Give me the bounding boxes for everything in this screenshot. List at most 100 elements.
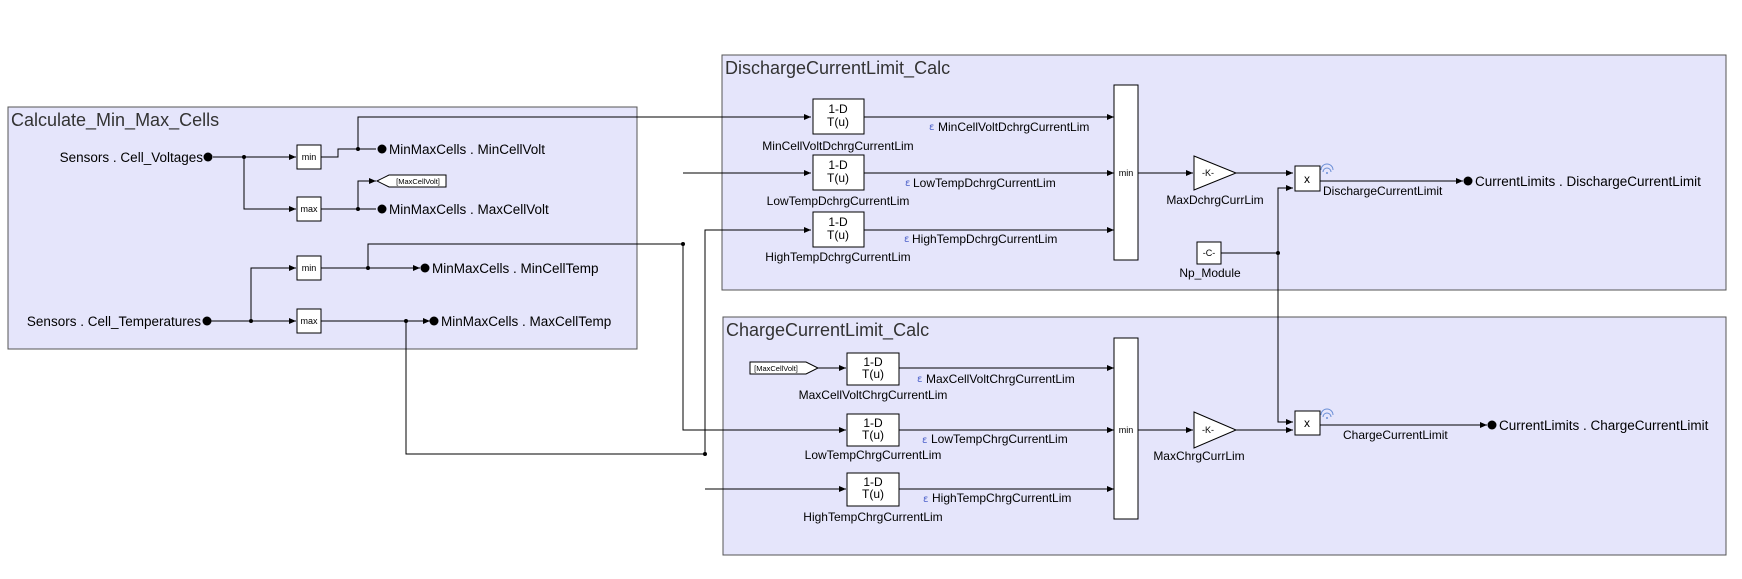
- svg-text:CurrentLimits . DischargeCurre: CurrentLimits . DischargeCurrentLimit: [1475, 174, 1701, 189]
- gain-max-chrg-curr-lim[interactable]: -K- MaxChrgCurrLim: [1153, 411, 1245, 463]
- svg-text:min: min: [302, 263, 317, 273]
- svg-text:MinCellVoltDchrgCurrentLim: MinCellVoltDchrgCurrentLim: [938, 120, 1089, 134]
- svg-text:min: min: [302, 152, 317, 162]
- svg-text:HighTempDchrgCurrentLim: HighTempDchrgCurrentLim: [765, 250, 910, 264]
- svg-text:T(u): T(u): [827, 228, 849, 242]
- outport-charge-limit[interactable]: CurrentLimits . ChargeCurrentLimit: [1487, 418, 1709, 433]
- lookup-high-temp-chrg[interactable]: 1-D T(u) HighTempChrgCurrentLim: [803, 472, 943, 524]
- area-title-min-max: Calculate_Min_Max_Cells: [11, 110, 219, 131]
- svg-text:max: max: [300, 204, 318, 214]
- max-temp-block[interactable]: max: [296, 308, 322, 334]
- svg-text:1-D: 1-D: [828, 215, 848, 229]
- svg-text:T(u): T(u): [862, 367, 884, 381]
- signal-logging-icon: ɛ: [923, 494, 928, 505]
- svg-text:1-D: 1-D: [863, 475, 883, 489]
- svg-text:MinMaxCells . MaxCellTemp: MinMaxCells . MaxCellTemp: [441, 314, 611, 329]
- goto-max-cell-volt[interactable]: [MaxCellVolt]: [375, 174, 447, 188]
- min-volt-block[interactable]: min: [296, 144, 322, 170]
- svg-text:x: x: [1304, 416, 1310, 430]
- svg-text:MaxDchrgCurrLim: MaxDchrgCurrLim: [1166, 193, 1263, 207]
- test-point-icon: [1320, 408, 1334, 419]
- inport-cell-voltages[interactable]: Sensors . Cell_Voltages: [60, 150, 213, 165]
- outport-max-cell-temp[interactable]: MinMaxCells . MaxCellTemp: [429, 314, 612, 329]
- svg-text:T(u): T(u): [827, 115, 849, 129]
- area-calculate-min-max-cells[interactable]: Calculate_Min_Max_Cells: [7, 106, 638, 350]
- bus-port-dot-icon: [377, 204, 387, 214]
- area-title-discharge: DischargeCurrentLimit_Calc: [725, 58, 950, 79]
- svg-text:LowTempDchrgCurrentLim: LowTempDchrgCurrentLim: [767, 194, 910, 208]
- svg-text:Sensors . Cell_Voltages: Sensors . Cell_Voltages: [60, 150, 204, 165]
- bus-port-dot-icon: [1487, 420, 1497, 430]
- branch-points: [242, 147, 1280, 456]
- bus-port-dot-icon: [203, 152, 213, 162]
- svg-text:Np_Module: Np_Module: [1179, 266, 1241, 280]
- gain-max-dchrg-curr-lim[interactable]: -K- MaxDchrgCurrLim: [1166, 155, 1264, 207]
- bus-port-dot-icon: [1463, 176, 1473, 186]
- charge-min-block[interactable]: min: [1113, 337, 1139, 520]
- svg-text:1-D: 1-D: [828, 158, 848, 172]
- discharge-min-block[interactable]: min: [1113, 84, 1139, 261]
- product-discharge[interactable]: x: [1294, 165, 1321, 192]
- bus-port-dot-icon: [202, 316, 212, 326]
- outport-max-cell-volt[interactable]: MinMaxCells . MaxCellVolt: [377, 202, 550, 217]
- svg-text:MaxChrgCurrLim: MaxChrgCurrLim: [1153, 449, 1244, 463]
- svg-text:1-D: 1-D: [863, 416, 883, 430]
- outport-min-cell-temp[interactable]: MinMaxCells . MinCellTemp: [420, 261, 599, 276]
- svg-text:MinMaxCells . MinCellTemp: MinMaxCells . MinCellTemp: [432, 261, 599, 276]
- svg-text:min: min: [1119, 168, 1134, 178]
- svg-text:LowTempChrgCurrentLim: LowTempChrgCurrentLim: [805, 448, 942, 462]
- area-title-charge: ChargeCurrentLimit_Calc: [726, 320, 929, 341]
- signal-high-temp-dchrg: ɛ HighTempDchrgCurrentLim: [904, 232, 1057, 246]
- constant-np-module[interactable]: -C- Np_Module: [1179, 241, 1241, 280]
- svg-text:DischargeCurrentLimit: DischargeCurrentLimit: [1323, 184, 1443, 198]
- inport-cell-temperatures[interactable]: Sensors . Cell_Temperatures: [27, 314, 212, 329]
- signal-logging-icon: ɛ: [904, 234, 909, 245]
- svg-text:Sensors . Cell_Temperatures: Sensors . Cell_Temperatures: [27, 314, 201, 329]
- lookup-low-temp-dchrg[interactable]: 1-D T(u) LowTempDchrgCurrentLim: [767, 154, 910, 208]
- svg-text:ChargeCurrentLimit: ChargeCurrentLimit: [1343, 428, 1448, 442]
- min-temp-block[interactable]: min: [296, 255, 322, 281]
- svg-text:T(u): T(u): [862, 428, 884, 442]
- lookup-high-temp-dchrg[interactable]: 1-D T(u) HighTempDchrgCurrentLim: [765, 211, 911, 264]
- signal-low-temp-chrg: ɛ LowTempChrgCurrentLim: [922, 432, 1068, 446]
- signal-max-cell-volt-chrg: ɛ MaxCellVoltChrgCurrentLim: [917, 372, 1075, 386]
- lookup-max-cell-volt-chrg[interactable]: 1-D T(u) MaxCellVoltChrgCurrentLim: [799, 352, 948, 402]
- svg-text:-C-: -C-: [1203, 248, 1216, 258]
- svg-text:max: max: [300, 316, 318, 326]
- svg-text:-K-: -K-: [1202, 168, 1214, 178]
- svg-text:[MaxCellVolt]: [MaxCellVolt]: [396, 177, 440, 186]
- product-charge[interactable]: x: [1294, 410, 1321, 436]
- from-max-cell-volt[interactable]: [MaxCellVolt]: [749, 361, 820, 375]
- svg-text:1-D: 1-D: [828, 102, 848, 116]
- signal-logging-icon: ɛ: [917, 374, 922, 385]
- svg-text:MaxCellVoltChrgCurrentLim: MaxCellVoltChrgCurrentLim: [799, 388, 948, 402]
- signal-discharge-current-limit: DischargeCurrentLimit: [1323, 184, 1443, 198]
- svg-text:LowTempChrgCurrentLim: LowTempChrgCurrentLim: [931, 432, 1068, 446]
- svg-text:HighTempChrgCurrentLim: HighTempChrgCurrentLim: [932, 491, 1071, 505]
- signal-min-cell-volt-dchrg: ɛ MinCellVoltDchrgCurrentLim: [929, 120, 1089, 134]
- svg-text:MinMaxCells . MinCellVolt: MinMaxCells . MinCellVolt: [389, 142, 545, 157]
- svg-text:-K-: -K-: [1202, 425, 1214, 435]
- outport-min-cell-volt[interactable]: MinMaxCells . MinCellVolt: [377, 142, 546, 157]
- test-point-icon: [1320, 163, 1334, 174]
- svg-text:CurrentLimits . ChargeCurrentL: CurrentLimits . ChargeCurrentLimit: [1499, 418, 1709, 433]
- svg-text:x: x: [1304, 172, 1310, 186]
- signal-low-temp-dchrg: ɛ LowTempDchrgCurrentLim: [905, 176, 1056, 190]
- svg-text:HighTempDchrgCurrentLim: HighTempDchrgCurrentLim: [912, 232, 1057, 246]
- svg-text:HighTempChrgCurrentLim: HighTempChrgCurrentLim: [803, 510, 942, 524]
- svg-text:LowTempDchrgCurrentLim: LowTempDchrgCurrentLim: [913, 176, 1056, 190]
- bus-port-dot-icon: [377, 144, 387, 154]
- bus-port-dot-icon: [429, 316, 439, 326]
- outport-discharge-limit[interactable]: CurrentLimits . DischargeCurrentLimit: [1463, 174, 1702, 189]
- svg-text:[MaxCellVolt]: [MaxCellVolt]: [754, 364, 798, 373]
- svg-text:MinCellVoltDchrgCurrentLim: MinCellVoltDchrgCurrentLim: [762, 139, 913, 153]
- lookup-low-temp-chrg[interactable]: 1-D T(u) LowTempChrgCurrentLim: [805, 413, 942, 462]
- signal-logging-icon: ɛ: [929, 122, 934, 133]
- max-volt-block[interactable]: max: [296, 196, 322, 222]
- signal-logging-icon: ɛ: [905, 178, 910, 189]
- bus-port-dot-icon: [420, 263, 430, 273]
- svg-text:1-D: 1-D: [863, 355, 883, 369]
- svg-text:min: min: [1119, 425, 1134, 435]
- lookup-min-cell-volt-dchrg[interactable]: 1-D T(u) MinCellVoltDchrgCurrentLim: [762, 98, 914, 153]
- signal-high-temp-chrg: ɛ HighTempChrgCurrentLim: [923, 491, 1071, 505]
